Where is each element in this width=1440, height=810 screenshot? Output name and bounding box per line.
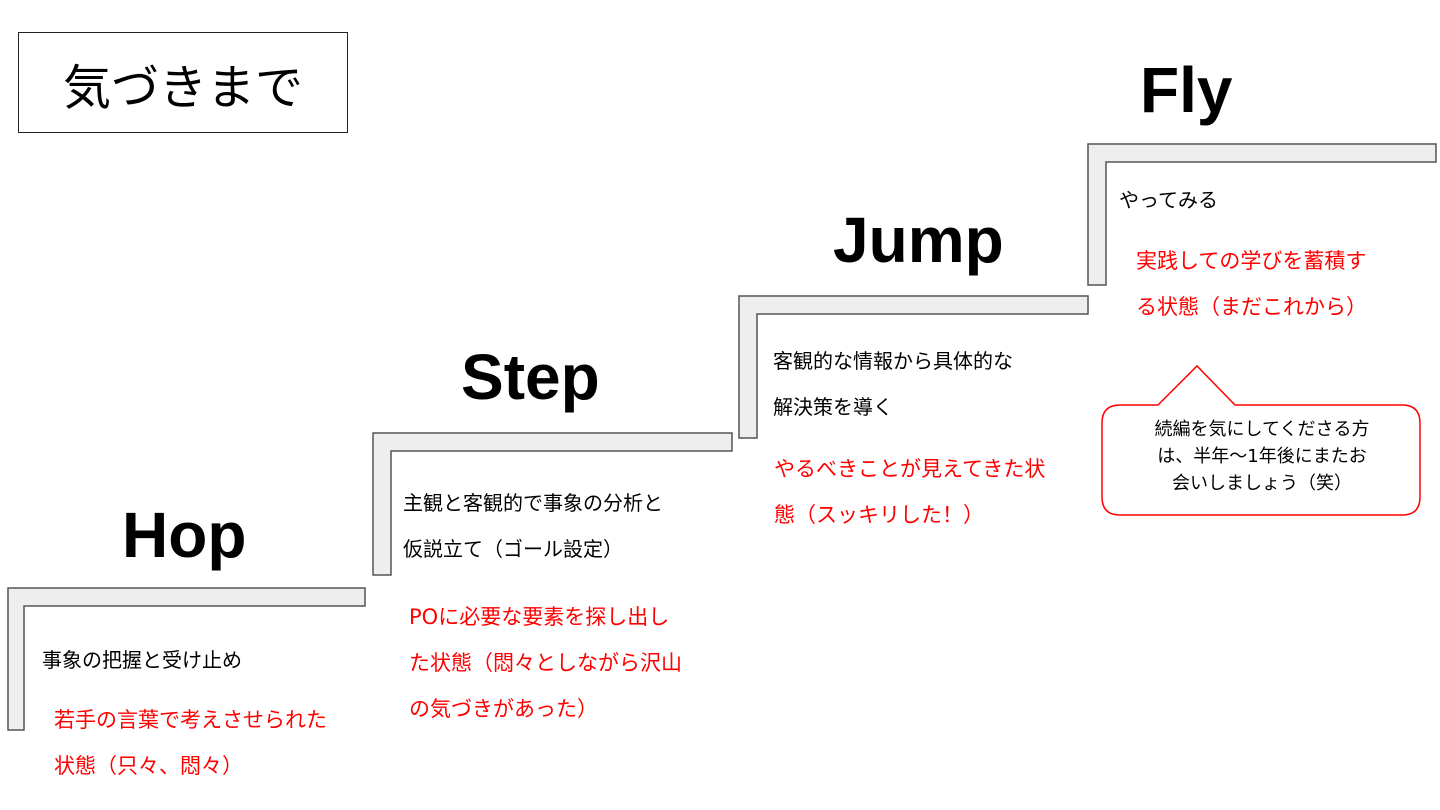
description-line: 仮説立て（ゴール設定） — [403, 537, 623, 561]
stage-state-step: POに必要な要素を探し出し た状態（悶々としながら沢山 の気づきがあった） — [409, 594, 682, 732]
stage-title-fly: Fly — [1140, 54, 1233, 126]
state-line: た状態（悶々としながら沢山 — [409, 651, 682, 675]
state-line: 状態（只々、悶々） — [54, 754, 243, 778]
description-line: 主観と客観的で事象の分析と — [403, 491, 663, 515]
stage-title-step: Step — [461, 341, 600, 413]
description-line: 解決策を導く — [773, 395, 893, 419]
stage-description-step: 主観と客観的で事象の分析と 仮説立て（ゴール設定） — [403, 480, 663, 572]
stage-title-hop: Hop — [122, 499, 247, 571]
step-shape-jump — [738, 295, 1089, 439]
stage-state-jump: やるべきことが見えてきた状 態（スッキリした！） — [774, 446, 1045, 538]
state-line: る状態（まだこれから） — [1136, 295, 1367, 319]
callout-line: 会いしましょう（笑） — [1172, 473, 1352, 494]
step-shape-hop — [7, 587, 366, 731]
callout-line: は、半年〜1年後にまたお — [1157, 446, 1367, 467]
stage-description-hop: 事象の把握と受け止め — [42, 637, 242, 683]
state-line: 態（スッキリした！） — [774, 503, 984, 527]
stage-description-fly: やってみる — [1119, 177, 1218, 223]
callout-line: 続編を気にしてくださる方 — [1154, 419, 1370, 440]
description-line: やってみる — [1119, 188, 1218, 212]
stage-state-hop: 若手の言葉で考えさせられた 状態（只々、悶々） — [54, 697, 327, 789]
callout-text: 続編を気にしてくださる方 は、半年〜1年後にまたお 会いしましょう（笑） — [1112, 416, 1412, 497]
state-line: の気づきがあった） — [409, 697, 598, 721]
state-line: 若手の言葉で考えさせられた — [54, 708, 327, 732]
stage-description-jump: 客観的な情報から具体的な 解決策を導く — [773, 338, 1013, 430]
state-line: やるべきことが見えてきた状 — [774, 457, 1046, 481]
stage-title-jump: Jump — [833, 204, 1004, 276]
stage-state-fly: 実践しての学びを蓄積す る状態（まだこれから） — [1136, 238, 1367, 330]
state-line: POに必要な要素を探し出し — [409, 605, 670, 629]
description-line: 客観的な情報から具体的な — [773, 349, 1013, 373]
step-shape-step — [372, 432, 733, 576]
step-shape-fly — [1087, 143, 1437, 286]
page-title: 気づきまで — [18, 32, 348, 133]
callout-bubble — [1101, 364, 1421, 516]
description-line: 事象の把握と受け止め — [42, 648, 242, 672]
state-line: 実践しての学びを蓄積す — [1136, 249, 1367, 273]
